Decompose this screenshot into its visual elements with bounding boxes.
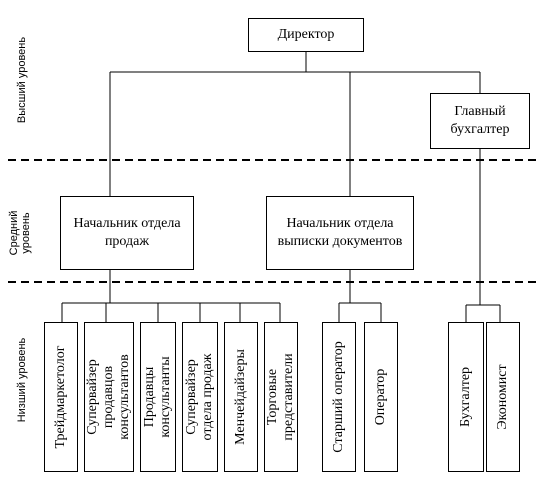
level-label-middle: Средний уровень xyxy=(8,210,32,256)
node-head-docs: Начальник отдела выписки документов xyxy=(266,196,414,270)
node-operator-label: Оператор xyxy=(373,368,388,426)
node-operator: Оператор xyxy=(364,322,398,472)
node-accountant: Бухгалтер xyxy=(448,322,484,472)
node-supervisor-consultants-label: Супервайзер продавцов консультантов xyxy=(85,354,132,440)
node-chief-accountant-label: Главный бухгалтер xyxy=(450,104,510,137)
node-director: Директор xyxy=(248,18,364,52)
node-accountant-label: Бухгалтер xyxy=(458,366,473,428)
node-supervisor-sales-dept-label: Супервайзер отдела продаж xyxy=(184,353,215,441)
node-economist-label: Экономист xyxy=(495,364,510,430)
node-head-docs-label: Начальник отдела выписки документов xyxy=(277,216,403,249)
connector-lines xyxy=(61,52,501,322)
node-supervisor-consultants: Супервайзер продавцов консультантов xyxy=(84,322,134,472)
node-supervisor-sales-dept: Супервайзер отдела продаж xyxy=(182,322,218,472)
node-trade-marketer: Трейдмаркетолог xyxy=(44,322,78,472)
node-merchandisers-label: Менчейдайзеры xyxy=(233,349,248,445)
node-sales-reps: Торговые представители xyxy=(264,322,298,472)
node-sales-consultants: Продавцы консультанты xyxy=(140,322,176,472)
node-chief-accountant: Главный бухгалтер xyxy=(430,93,530,149)
node-sales-reps-label: Торговые представители xyxy=(265,353,296,441)
node-head-sales-label: Начальник отдела продаж xyxy=(73,216,181,249)
node-senior-operator-label: Старший оператор xyxy=(331,341,346,453)
node-sales-consultants-label: Продавцы консультанты xyxy=(142,356,173,438)
node-director-label: Директор xyxy=(277,27,335,42)
node-trade-marketer-label: Трейдмаркетолог xyxy=(53,345,68,449)
node-senior-operator: Старший оператор xyxy=(322,322,356,472)
level-label-bottom: Низший уровень xyxy=(16,337,28,423)
node-economist: Экономист xyxy=(486,322,520,472)
node-merchandisers: Менчейдайзеры xyxy=(224,322,258,472)
node-head-sales: Начальник отдела продаж xyxy=(60,196,194,270)
level-label-top: Высший уровень xyxy=(16,36,28,124)
